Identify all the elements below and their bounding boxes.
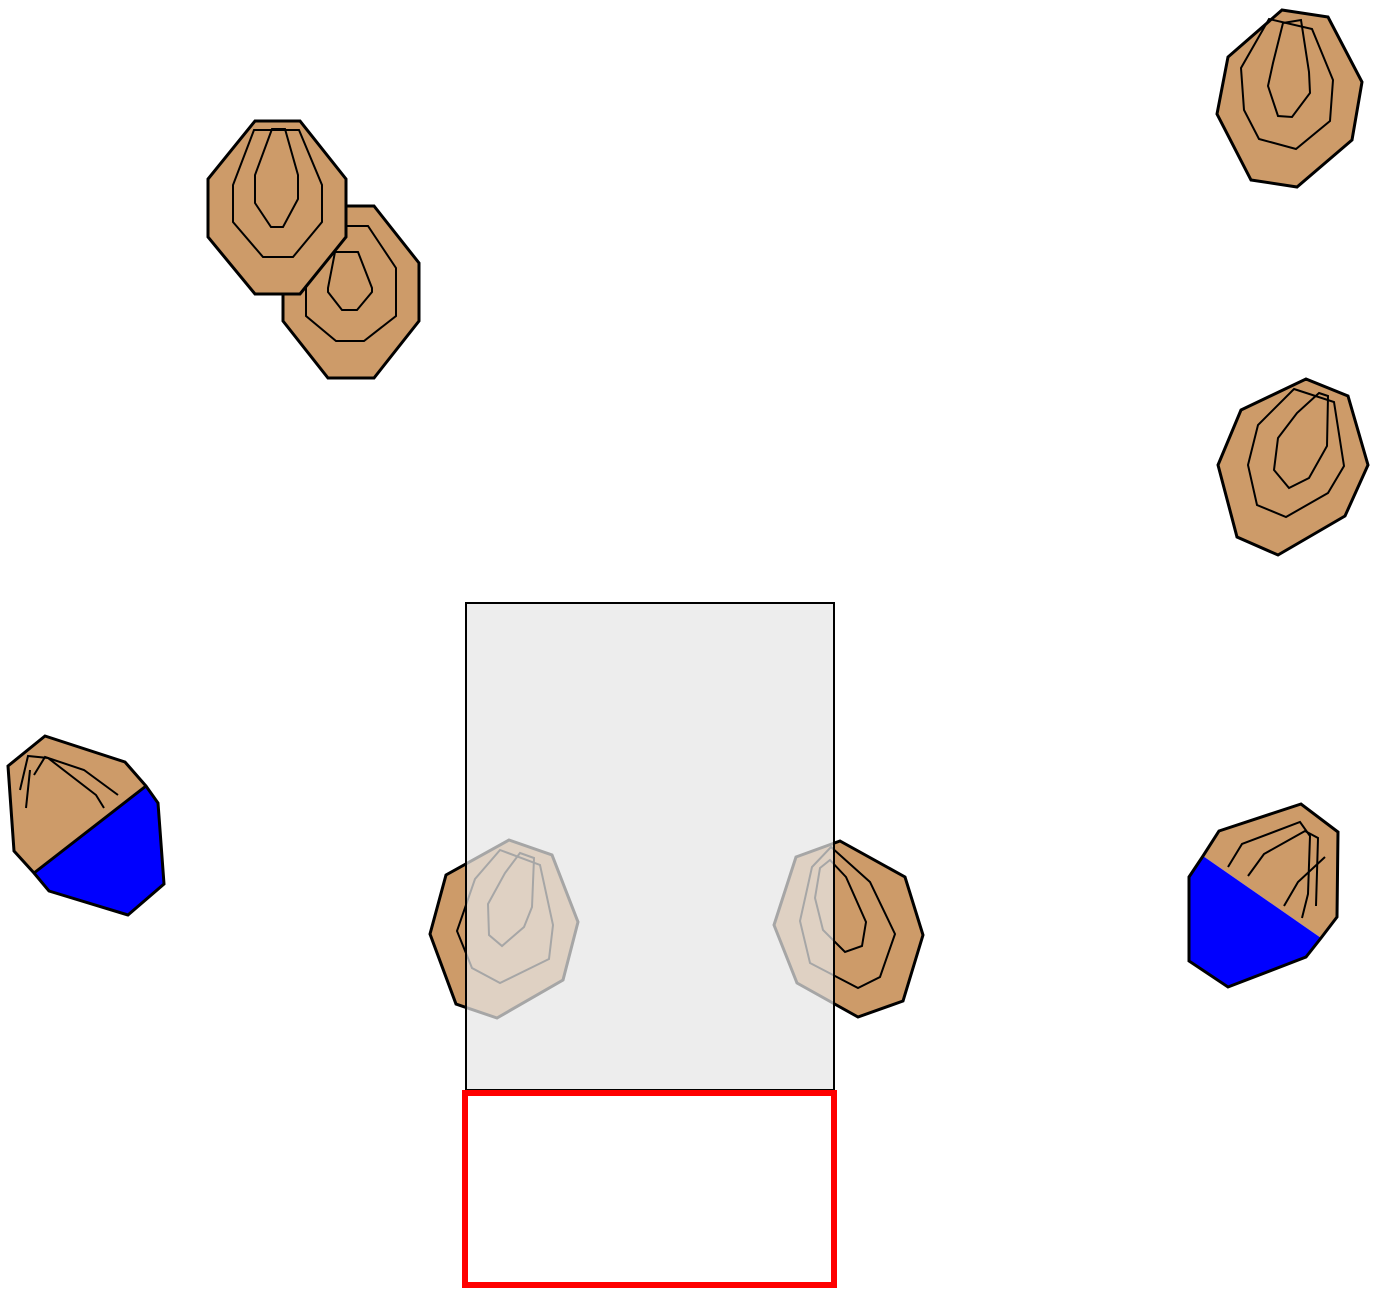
- fault-line-box: [465, 1093, 834, 1285]
- shooting-box: [466, 603, 834, 1090]
- paper-target: [1217, 10, 1362, 187]
- paper-target: [1218, 379, 1368, 555]
- hardcover-target: [8, 736, 164, 915]
- hardcover-target: [1189, 804, 1338, 987]
